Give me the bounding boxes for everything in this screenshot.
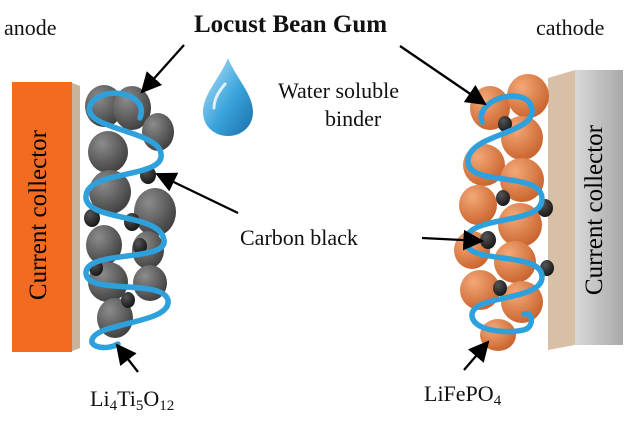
lfp-formula-label: LiFePO4 bbox=[424, 381, 502, 409]
cathode-current-collector bbox=[548, 70, 623, 350]
cathode-label: cathode bbox=[536, 15, 605, 40]
arrow-lto-label bbox=[115, 343, 139, 373]
binder-label-line1: Water soluble bbox=[278, 78, 400, 103]
arrow-gum-to-anode bbox=[140, 44, 185, 94]
lto-formula-label: Li4Ti5O12 bbox=[90, 386, 175, 414]
title-label: Locust Bean Gum bbox=[194, 11, 388, 38]
arrow-carbon-to-cathode bbox=[421, 229, 485, 251]
carbon-black-label: Carbon black bbox=[240, 225, 358, 250]
binder-label-line2: binder bbox=[325, 106, 382, 131]
anode-binder-strand bbox=[83, 90, 171, 351]
arrow-lfp-label bbox=[463, 340, 490, 371]
anode-collector-label: Current collector bbox=[25, 130, 52, 301]
water-drop-icon bbox=[203, 58, 253, 136]
arrow-carbon-to-anode bbox=[155, 172, 239, 215]
arrow-gum-to-cathode bbox=[399, 45, 487, 106]
anode-label: anode bbox=[4, 15, 57, 40]
cathode-collector-label: Current collector bbox=[581, 125, 608, 296]
anode-current-collector bbox=[12, 82, 80, 352]
arrows bbox=[115, 44, 490, 373]
